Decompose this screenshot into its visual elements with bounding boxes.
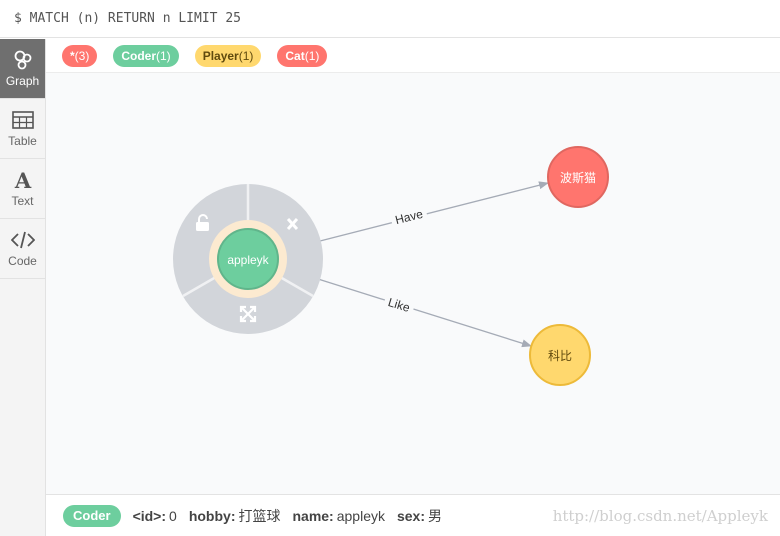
relationship-have[interactable]: Have	[319, 181, 549, 242]
query-editor[interactable]: $ MATCH (n) RETURN n LIMIT 25	[0, 0, 780, 38]
view-tab-text[interactable]: A Text	[0, 159, 45, 219]
graph-canvas[interactable]: Have Like	[46, 73, 780, 494]
expand-icon[interactable]	[239, 305, 257, 323]
view-tab-label: Code	[8, 254, 37, 268]
node-appleyk[interactable]: appleyk	[217, 228, 279, 290]
label-legend: *(3) Coder(1) Player(1) Cat(1)	[46, 39, 780, 73]
node-caption: appleyk	[227, 253, 269, 267]
inspector-bar: Coder <id>: 0 hobby: 打篮球 name: appleyk s…	[46, 494, 780, 536]
inspector-label-badge[interactable]: Coder	[63, 504, 121, 527]
watermark: http://blog.csdn.net/Appleyk	[552, 507, 768, 525]
view-tab-label: Graph	[5, 74, 40, 88]
node-caption: 波斯猫	[560, 171, 596, 185]
view-tab-label: Table	[8, 134, 37, 148]
view-tab-graph[interactable]: Graph	[0, 39, 45, 99]
result-view-sidebar: Graph Table A Text	[0, 39, 46, 536]
legend-pill-cat[interactable]: Cat(1)	[277, 44, 328, 67]
prop-key-id: <id>:	[132, 507, 167, 524]
node-cat[interactable]: 波斯猫	[547, 146, 609, 208]
query-text: $ MATCH (n) RETURN n LIMIT 25	[14, 11, 241, 26]
prop-key-sex: sex:	[396, 507, 426, 524]
view-tab-table[interactable]: Table	[0, 99, 45, 159]
relationship-label: Have	[394, 207, 425, 227]
node-player[interactable]: 科比	[529, 324, 591, 386]
table-icon	[11, 109, 34, 131]
prop-key-hobby: hobby:	[188, 507, 236, 524]
legend-pill-all[interactable]: *(3)	[62, 44, 98, 67]
prop-value-name: appleyk	[336, 507, 385, 524]
prop-key-name: name:	[292, 507, 334, 524]
prop-value-sex: 男	[428, 507, 443, 524]
view-tab-code[interactable]: Code	[0, 219, 45, 279]
unlock-icon[interactable]	[196, 214, 209, 231]
node-caption: 科比	[548, 349, 572, 363]
graph-icon	[13, 49, 33, 71]
code-icon	[10, 229, 35, 251]
prop-value-id: 0	[169, 507, 177, 524]
relationship-like[interactable]: Like	[317, 278, 532, 348]
legend-pill-coder[interactable]: Coder(1)	[113, 44, 179, 67]
svg-text:A: A	[13, 169, 31, 191]
view-tab-label: Text	[11, 194, 34, 208]
legend-pill-player[interactable]: Player(1)	[194, 44, 262, 67]
text-icon: A	[13, 169, 33, 191]
relationship-label: Like	[386, 295, 411, 315]
close-icon[interactable]	[286, 217, 299, 231]
prop-value-hobby: 打篮球	[238, 507, 281, 524]
